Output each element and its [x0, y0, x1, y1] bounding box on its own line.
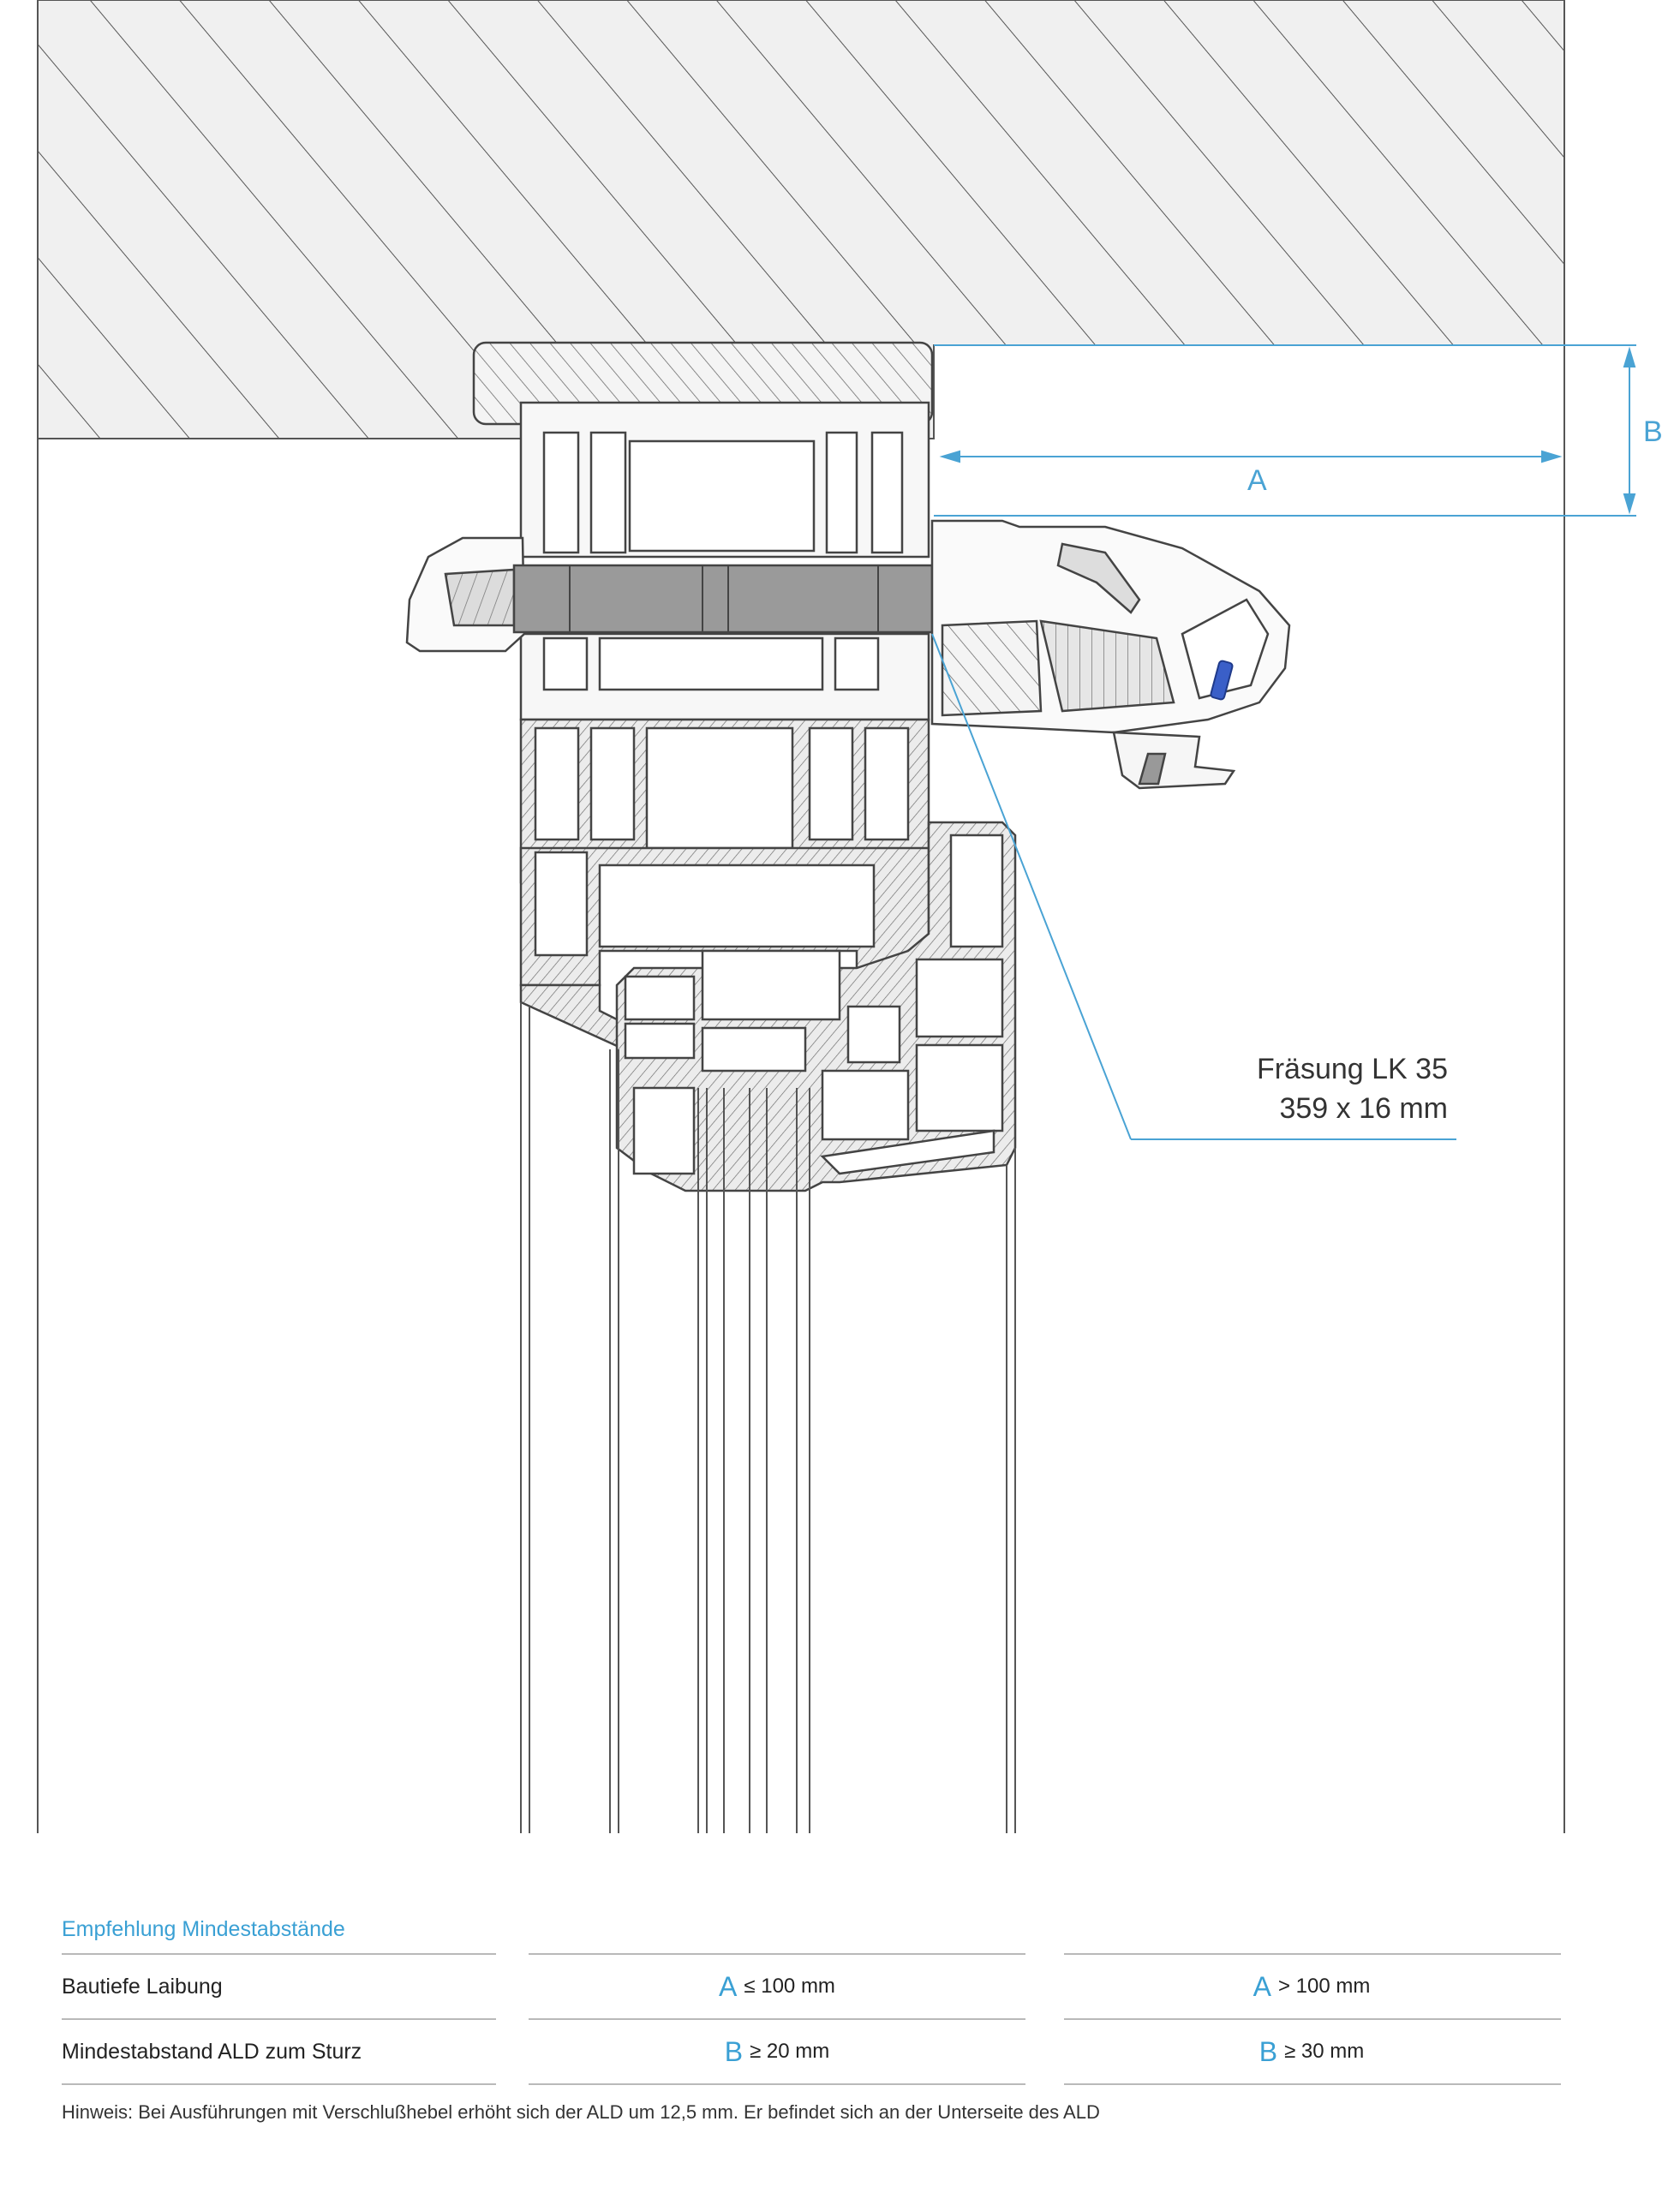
table-rule [62, 2083, 496, 2085]
table-rule [1064, 2083, 1561, 2085]
footnote: Hinweis: Bei Ausführungen mit Verschlußh… [62, 2101, 1100, 2123]
dimension-letter: A [1253, 1970, 1271, 2002]
table-rule [529, 2083, 1025, 2085]
glazing-lines [520, 1002, 1016, 1833]
milling-callout: Fräsung LK 35 359 x 16 mm [1182, 1049, 1448, 1128]
dimension-letter: B [1259, 2035, 1278, 2067]
row-value-1: A ≤ 100 mm [529, 1955, 1025, 2018]
window-frame-profile [519, 401, 930, 1055]
table-row: Mindestabstand ALD zum Sturz B ≥ 20 mm B ≥… [62, 2020, 1561, 2083]
dimension-letter: A [719, 1970, 738, 2002]
sash-profile [615, 821, 1017, 1192]
left-fitting [405, 536, 526, 653]
opening-outline [37, 345, 1565, 1833]
table-rule [62, 1953, 496, 1955]
dimension-a-label: A [1247, 464, 1267, 497]
dimension-value: ≤ 100 mm [744, 1975, 835, 1998]
table-rule [1064, 1953, 1561, 1955]
row-value-2: A > 100 mm [1064, 1955, 1559, 2018]
table-rule [62, 2018, 496, 2020]
dimension-lines [931, 344, 1636, 1140]
technical-section-drawing [37, 0, 1636, 1833]
ventilator-unit [930, 519, 1291, 790]
dimension-letter: B [724, 2035, 744, 2067]
dimension-value: ≥ 30 mm [1284, 2040, 1365, 2063]
row-value-2: B ≥ 30 mm [1064, 2020, 1559, 2083]
table-row: Bautiefe Laibung A ≤ 100 mm A > 100 mm [62, 1955, 1561, 2018]
table-rule [529, 1953, 1025, 1955]
drill-channel [512, 564, 934, 634]
table-rule [1064, 2018, 1561, 2020]
row-label: Mindestabstand ALD zum Sturz [62, 2039, 362, 2064]
table-rule [529, 2018, 1025, 2020]
dimension-value: > 100 mm [1277, 1975, 1371, 1998]
callout-line-2: 359 x 16 mm [1279, 1092, 1448, 1125]
row-value-1: B ≥ 20 mm [529, 2020, 1025, 2083]
dimension-b-label: B [1643, 415, 1663, 448]
table-title: Empfehlung Mindestabstände [62, 1917, 345, 1941]
callout-line-1: Fräsung LK 35 [1256, 1053, 1448, 1085]
dimension-value: ≥ 20 mm [750, 2040, 830, 2063]
row-label: Bautiefe Laibung [62, 1974, 223, 1999]
